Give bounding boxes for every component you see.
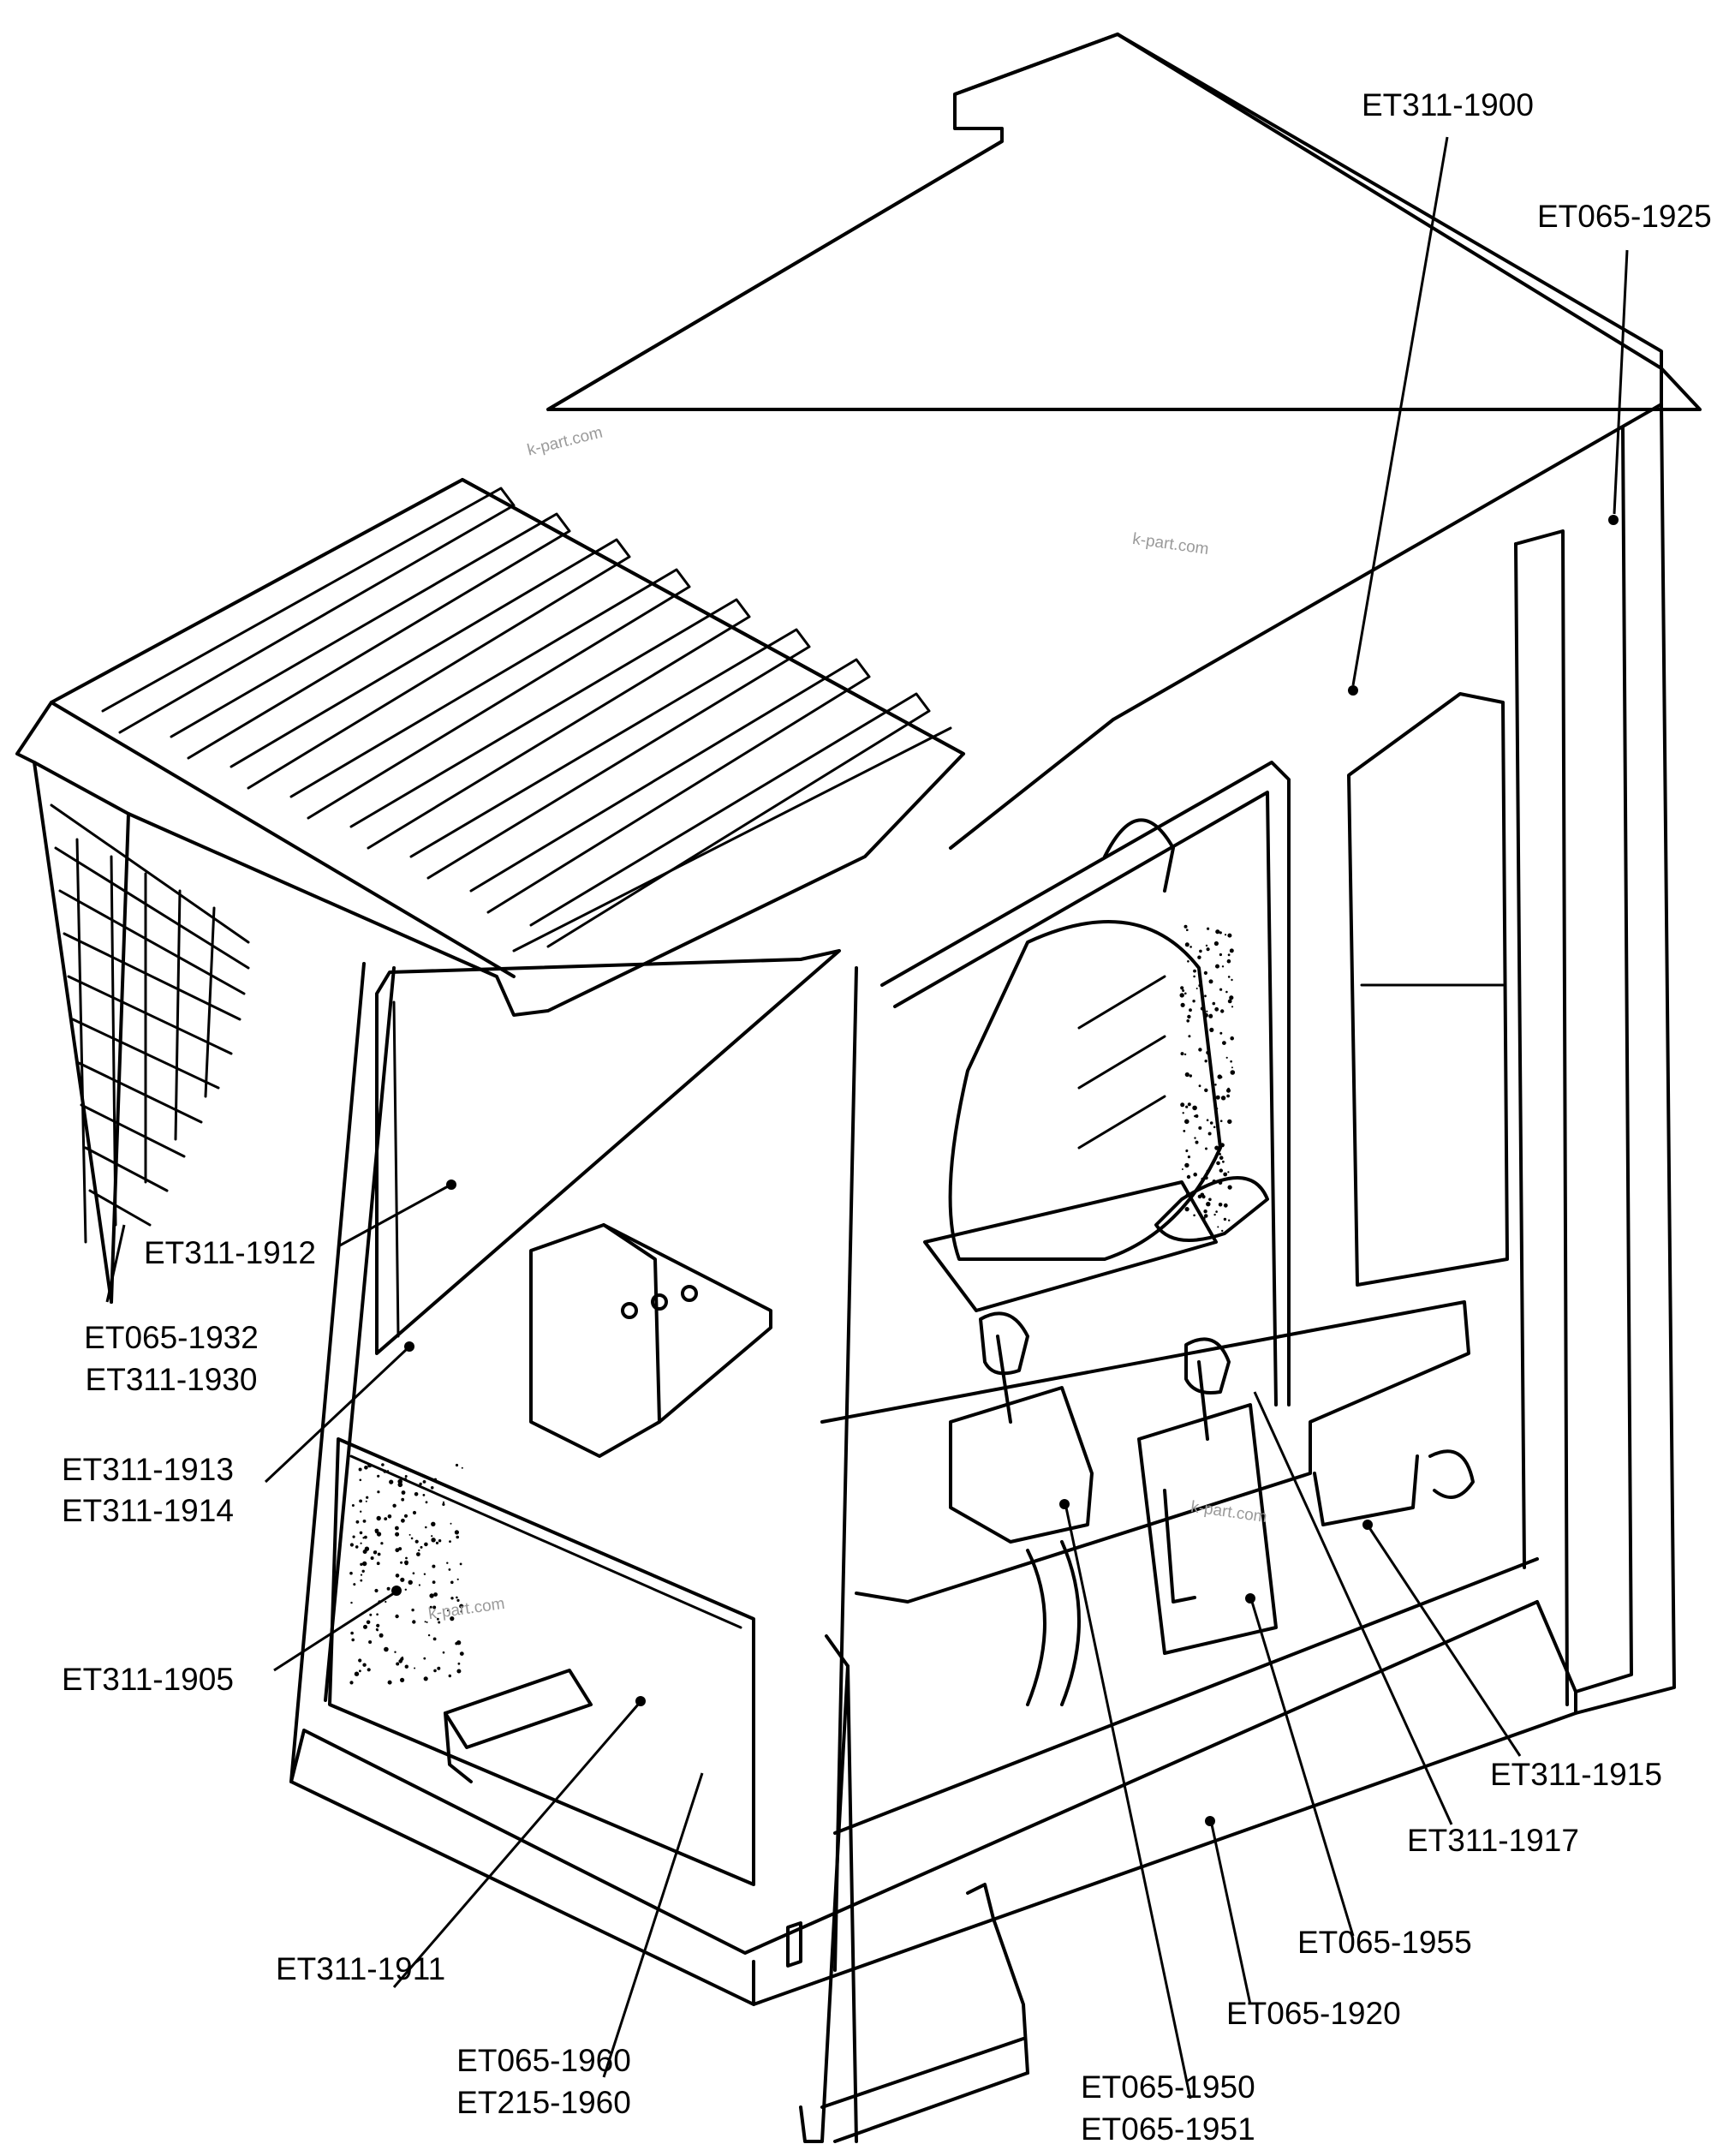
pedal — [444, 1669, 593, 1783]
label-et065-1955: ET065-1955 — [1297, 1925, 1472, 1960]
label-et215-1960: ET215-1960 — [456, 2085, 631, 2120]
dashboard-lower — [820, 1300, 1475, 1604]
label-et311-1930: ET311-1930 — [85, 1362, 258, 1397]
label-et065-1932: ET065-1932 — [84, 1320, 259, 1355]
joystick-right — [1137, 1337, 1278, 1655]
label-et311-1900: ET311-1900 — [1362, 87, 1534, 122]
speckle-seat — [1179, 924, 1236, 1233]
label-et065-1950: ET065-1950 — [1081, 2069, 1255, 2105]
leader-lines — [105, 136, 1629, 2099]
label-et311-1917: ET311-1917 — [1407, 1823, 1579, 1858]
label-et311-1911: ET311-1911 — [276, 1951, 446, 1986]
top-guard — [15, 478, 965, 1304]
label-et311-1913: ET311-1913 — [62, 1452, 234, 1487]
label-et065-1925: ET065-1925 — [1537, 199, 1712, 234]
entry-handle-and-step — [786, 1634, 1029, 2143]
cab-roof — [546, 33, 1702, 850]
label-et311-1912: ET311-1912 — [144, 1235, 316, 1270]
label-et065-1920: ET065-1920 — [1226, 1996, 1401, 2031]
label-et311-1914: ET311-1914 — [62, 1493, 234, 1528]
label-et065-1951: ET065-1951 — [1081, 2111, 1255, 2147]
control-box-left — [529, 1223, 772, 1458]
label-et065-1960: ET065-1960 — [456, 2043, 631, 2078]
cab-body — [289, 403, 1676, 2006]
label-et311-1905: ET311-1905 — [62, 1662, 234, 1697]
joystick-left — [949, 1311, 1094, 1706]
label-et311-1915: ET311-1915 — [1490, 1757, 1662, 1792]
operator-seat — [923, 818, 1269, 1312]
speckle-lower-window — [349, 1463, 464, 1685]
